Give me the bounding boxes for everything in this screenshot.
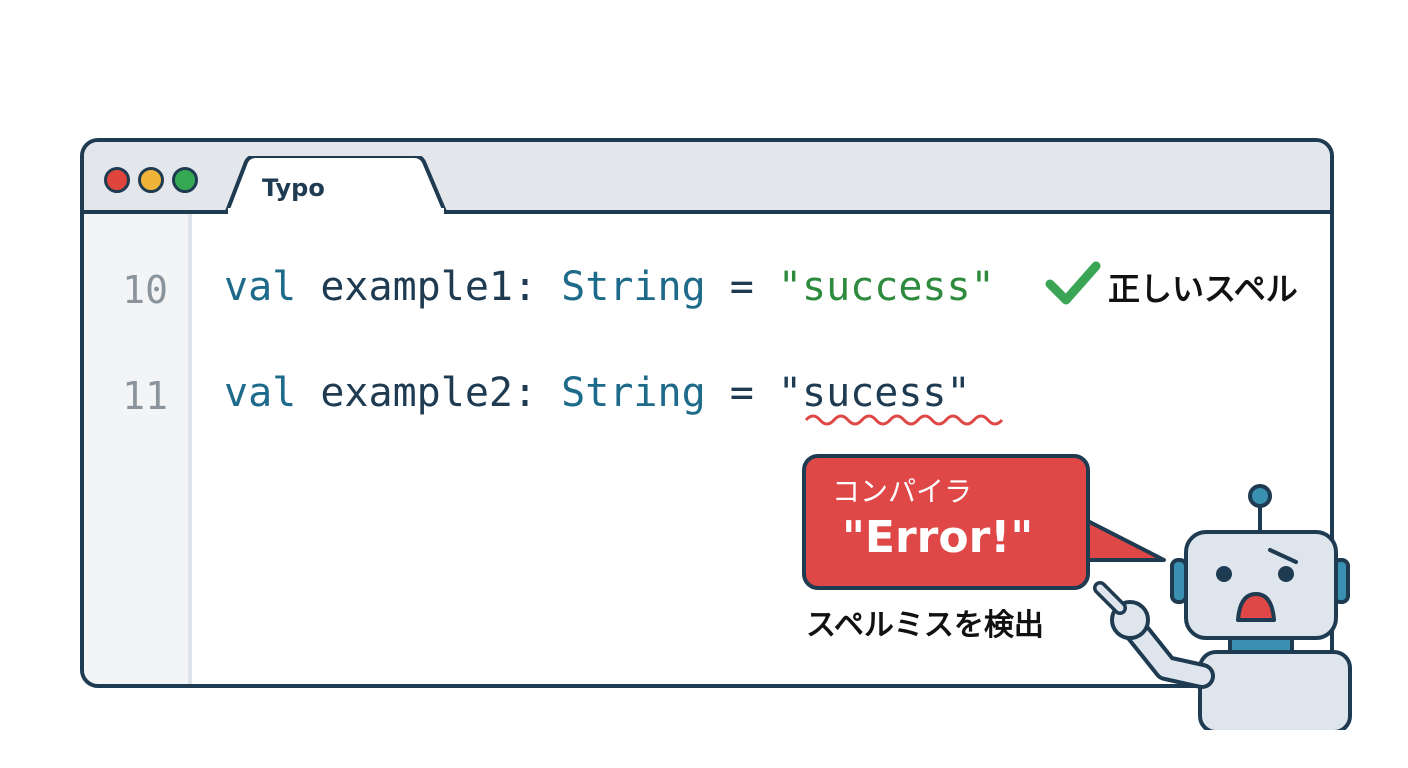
keyword: val [224, 370, 297, 416]
error-speech-bubble [802, 454, 1090, 590]
maximize-window-button[interactable] [172, 167, 198, 193]
code-line[interactable]: val example2: String = "sucess" [224, 370, 971, 416]
bubble-subtitle: コンパイラ [832, 475, 973, 508]
identifier: example2 [296, 370, 513, 416]
line-number: 10 [122, 268, 168, 312]
colon: : [513, 264, 562, 310]
spelling-error-squiggle [804, 414, 1004, 426]
close-window-button[interactable] [104, 167, 130, 193]
tab-label: Typo [262, 174, 325, 202]
equals: = [705, 370, 778, 416]
identifier: example1 [296, 264, 513, 310]
title-bar: Typo [84, 142, 1330, 214]
line-number-gutter [84, 214, 192, 684]
editor-window: Typo 10 11 val example1: String = "succe… [80, 138, 1334, 688]
type-name: String [561, 370, 706, 416]
bubble-title: "Error!" [842, 512, 1034, 563]
type-name: String [561, 264, 706, 310]
checkmark-icon [1045, 261, 1101, 305]
minimize-window-button[interactable] [138, 167, 164, 193]
line-number: 11 [122, 374, 168, 418]
equals: = [705, 264, 778, 310]
robot-mascot-icon [1093, 484, 1352, 730]
string-literal-misspelled: "sucess" [777, 370, 971, 416]
code-line[interactable]: val example1: String = "success" [224, 264, 995, 310]
tab-typo[interactable] [224, 156, 454, 214]
keyword: val [224, 264, 297, 310]
string-literal: "success" [777, 264, 995, 310]
correct-spelling-note: 正しいスペル [1108, 270, 1298, 308]
colon: : [513, 370, 562, 416]
spell-check-caption: スペルミスを検出 [806, 608, 1044, 643]
